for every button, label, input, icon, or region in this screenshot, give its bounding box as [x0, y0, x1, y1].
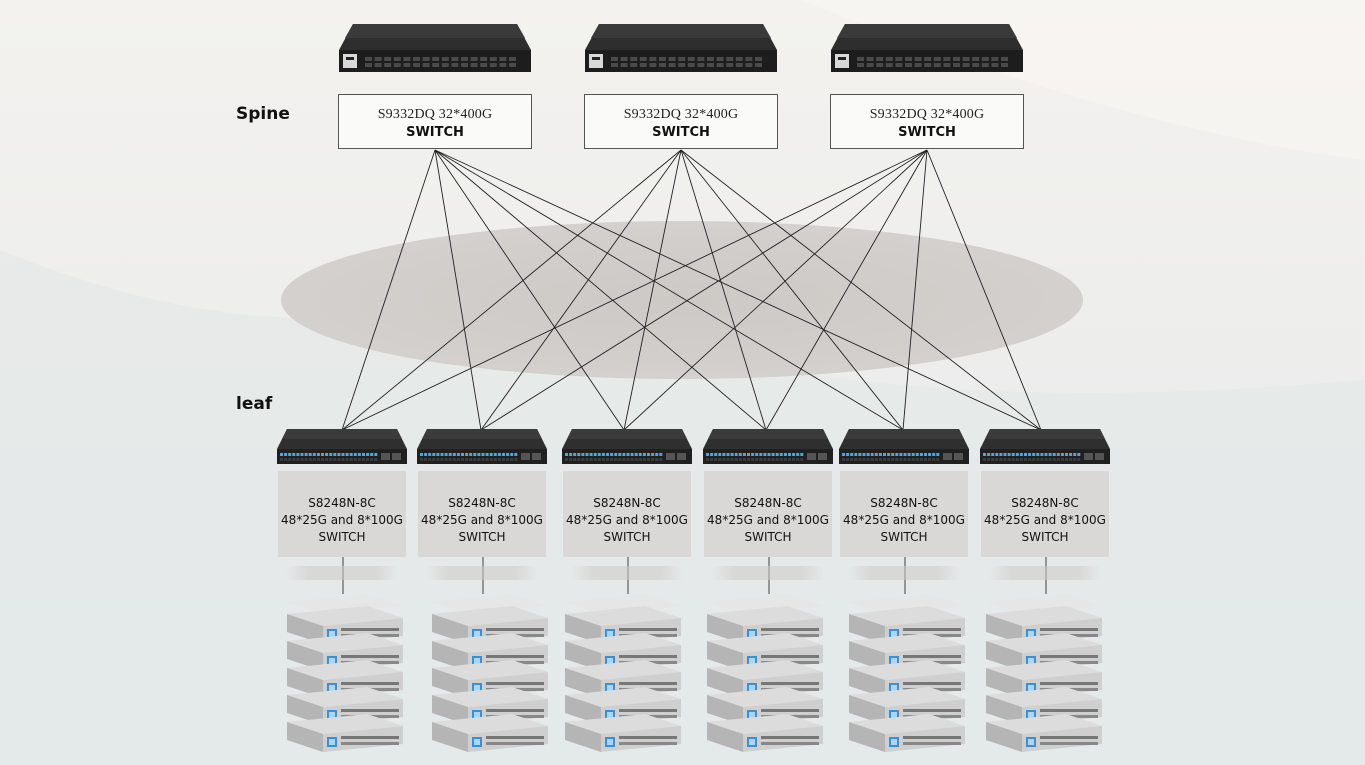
leaf-switch-2-icon [417, 429, 547, 465]
link-spine-1-leaf-5 [434, 149, 904, 431]
leaf-switch-2-ports: 48*25G and 8*100G [421, 513, 543, 527]
leaf-switch-4-label-box: S8248N-8C 48*25G and 8*100G SWITCH [704, 471, 832, 557]
leaf-switch-4-model: S8248N-8C [734, 496, 802, 510]
link-spine-2-leaf-1 [341, 149, 682, 431]
link-spine-2-leaf-2 [480, 149, 682, 431]
leaf-switch-5-type: SWITCH [880, 530, 928, 544]
link-spine-2-leaf-6 [680, 149, 1042, 431]
leaf-layer-label: leaf [236, 394, 273, 414]
link-spine-3-leaf-3 [623, 149, 928, 431]
link-spine-2-leaf-3 [623, 149, 682, 431]
leaf-switch-1-model: S8248N-8C [308, 496, 376, 510]
link-spine-1-leaf-1 [341, 149, 436, 431]
leaf-switch-1-type: SWITCH [318, 530, 366, 544]
leaf-switch-5-ports: 48*25G and 8*100G [843, 513, 965, 527]
spine-switch-1-type: SWITCH [406, 125, 464, 140]
leaf-switch-1-shadow [286, 566, 398, 580]
leaf-switch-2-label-box: S8248N-8C 48*25G and 8*100G SWITCH [418, 471, 546, 557]
link-spine-3-leaf-6 [926, 149, 1042, 431]
leaf-switch-5-shadow [848, 566, 960, 580]
leaf-switch-1-label-box: S8248N-8C 48*25G and 8*100G SWITCH [278, 471, 406, 557]
leaf-switch-3-icon [562, 429, 692, 465]
spine-switch-3-icon [831, 24, 1023, 74]
leaf-switch-3-label-box: S8248N-8C 48*25G and 8*100G SWITCH [563, 471, 691, 557]
leaf-switch-5-icon [839, 429, 969, 465]
server-rack-stack-3-icon [561, 592, 685, 752]
leaf-switch-6-ports: 48*25G and 8*100G [984, 513, 1106, 527]
link-spine-1-leaf-4 [434, 149, 767, 431]
fabric-ellipse [281, 221, 1083, 379]
link-spine-1-leaf-2 [434, 149, 482, 431]
server-rack-stack-2-icon [428, 592, 552, 752]
server-rack-stack-4-icon [703, 592, 827, 752]
leaf-switch-6-type: SWITCH [1021, 530, 1069, 544]
spine-switch-1-model: S9332DQ 32*400G [377, 107, 493, 122]
link-spine-2-leaf-4 [680, 149, 767, 431]
leaf-switch-3-model: S8248N-8C [593, 496, 661, 510]
leaf-switch-5-label-box: S8248N-8C 48*25G and 8*100G SWITCH [840, 471, 968, 557]
link-spine-3-leaf-2 [480, 149, 928, 431]
link-spine-1-leaf-6 [434, 149, 1042, 431]
leaf-switch-2-type: SWITCH [458, 530, 506, 544]
link-spine-2-leaf-5 [680, 149, 904, 431]
leaf-switch-5-model: S8248N-8C [870, 496, 938, 510]
link-spine-3-leaf-4 [765, 149, 928, 431]
leaf-switch-4-icon [703, 429, 833, 465]
leaf-switch-3-type: SWITCH [603, 530, 651, 544]
spine-switch-2-icon [585, 24, 777, 74]
leaf-switch-6-model: S8248N-8C [1011, 496, 1079, 510]
leaf-switch-3-ports: 48*25G and 8*100G [566, 513, 688, 527]
leaf-switch-4-shadow [712, 566, 824, 580]
leaf-switch-1-icon [277, 429, 407, 465]
spine-switch-1-icon [339, 24, 531, 74]
server-rack-stack-5-icon [845, 592, 969, 752]
link-spine-1-leaf-3 [434, 149, 625, 431]
spine-switch-3-type: SWITCH [898, 125, 956, 140]
spine-layer-label: Spine [236, 104, 290, 124]
server-rack-stack-6-icon [982, 592, 1106, 752]
spine-switch-3-model: S9332DQ 32*400G [869, 107, 985, 122]
leaf-switch-2-shadow [426, 566, 538, 580]
spine-switch-2-label-box: S9332DQ 32*400G SWITCH [584, 94, 778, 149]
leaf-switch-4-ports: 48*25G and 8*100G [707, 513, 829, 527]
leaf-switch-1-ports: 48*25G and 8*100G [281, 513, 403, 527]
link-spine-3-leaf-5 [902, 149, 928, 431]
leaf-switch-6-shadow [989, 566, 1101, 580]
link-spine-3-leaf-1 [341, 149, 928, 431]
spine-switch-2-type: SWITCH [652, 125, 710, 140]
leaf-switch-2-model: S8248N-8C [448, 496, 516, 510]
spine-switch-1-label-box: S9332DQ 32*400G SWITCH [338, 94, 532, 149]
spine-switch-3-label-box: S9332DQ 32*400G SWITCH [830, 94, 1024, 149]
leaf-switch-4-type: SWITCH [744, 530, 792, 544]
leaf-switch-3-shadow [571, 566, 683, 580]
server-rack-stack-1-icon [283, 592, 407, 752]
leaf-switch-6-icon [980, 429, 1110, 465]
spine-switch-2-model: S9332DQ 32*400G [623, 107, 739, 122]
leaf-switch-6-label-box: S8248N-8C 48*25G and 8*100G SWITCH [981, 471, 1109, 557]
